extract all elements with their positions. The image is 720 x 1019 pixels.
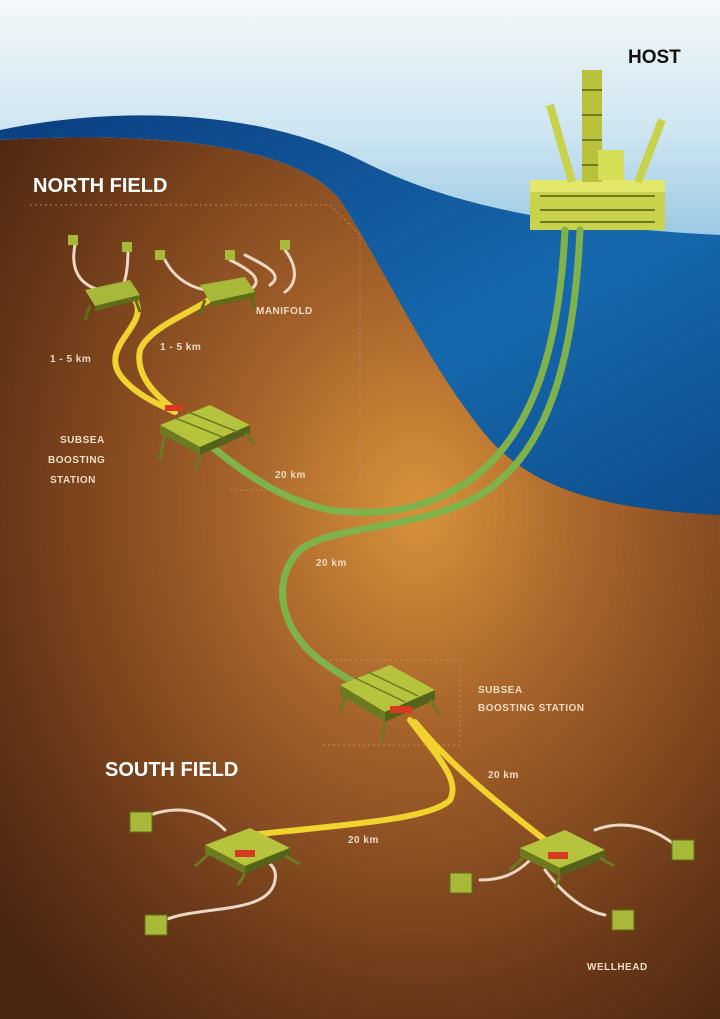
south-boosting-label-2: BOOSTING STATION — [478, 703, 585, 714]
distance-south-right: 20 km — [488, 770, 519, 781]
north-boosting-label-3: STATION — [50, 475, 96, 486]
manifold-label: MANIFOLD — [256, 306, 313, 317]
north-boosting-label-1: SUBSEA — [60, 435, 105, 446]
south-boosting-station — [338, 665, 442, 743]
yellow-flowlines — [112, 292, 548, 843]
distance-north-right: 1 - 5 km — [160, 342, 201, 353]
host-label: HOST — [628, 47, 681, 68]
south-manifold-left — [194, 828, 301, 886]
south-field-label: SOUTH FIELD — [105, 759, 238, 781]
distance-host-to-south: 20 km — [316, 558, 347, 569]
distance-south-left: 20 km — [348, 835, 379, 846]
field-boundaries — [30, 204, 461, 746]
south-manifold-right — [508, 830, 615, 889]
north-wellheads — [68, 235, 290, 260]
sea — [0, 115, 720, 515]
north-manifold-b — [198, 277, 257, 315]
jumpers — [72, 243, 677, 922]
south-boosting-label-1: SUBSEA — [478, 685, 523, 696]
south-wellheads — [129, 811, 695, 936]
green-flowlines — [206, 226, 584, 689]
host-platform — [530, 70, 666, 230]
wellhead-label: WELLHEAD — [587, 962, 648, 973]
north-manifold-a — [83, 280, 142, 321]
distance-north-left: 1 - 5 km — [50, 354, 91, 365]
north-boosting-label-2: BOOSTING — [48, 455, 105, 466]
north-boosting-station — [158, 405, 257, 471]
north-field-label: NORTH FIELD — [33, 175, 167, 197]
distance-north-to-host: 20 km — [275, 470, 306, 481]
seabed — [0, 137, 720, 1019]
